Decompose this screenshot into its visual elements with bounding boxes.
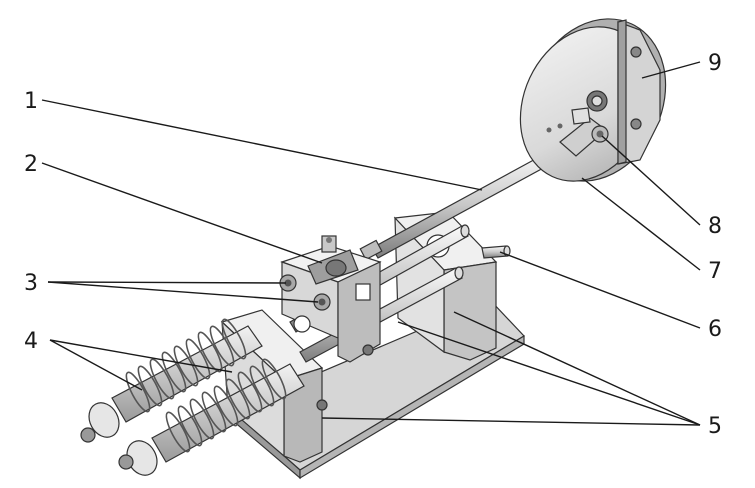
callout-4: 4: [24, 329, 38, 354]
callout-9: 9: [708, 51, 722, 76]
callout-8: 8: [708, 214, 722, 239]
leader-5a: [321, 417, 701, 426]
spring-assembly-lower: [118, 358, 305, 476]
leader-7: [581, 177, 701, 271]
callout-2: 2: [24, 152, 38, 177]
leader-lines: [41, 61, 701, 426]
leader-5b: [397, 321, 701, 426]
leader-9: [641, 61, 701, 79]
nut-3b: [313, 293, 331, 311]
leader-8: [601, 135, 701, 226]
leader-2: [41, 162, 323, 264]
leader-1: [41, 99, 483, 191]
leader-6: [499, 251, 701, 329]
leader-4b: [49, 339, 233, 373]
crank-arm-8: [559, 107, 609, 157]
callout-5: 5: [708, 414, 722, 439]
guide-pin-6: [481, 245, 511, 259]
callout-3: 3: [24, 271, 38, 296]
callout-6: 6: [708, 317, 722, 342]
callout-7: 7: [708, 259, 722, 284]
leader-3a: [47, 281, 287, 284]
leader-5c: [453, 311, 701, 426]
callout-1: 1: [24, 89, 38, 114]
leader-3b: [47, 281, 319, 303]
leader-4a: [49, 339, 143, 391]
spring-assembly-upper: [80, 318, 263, 443]
